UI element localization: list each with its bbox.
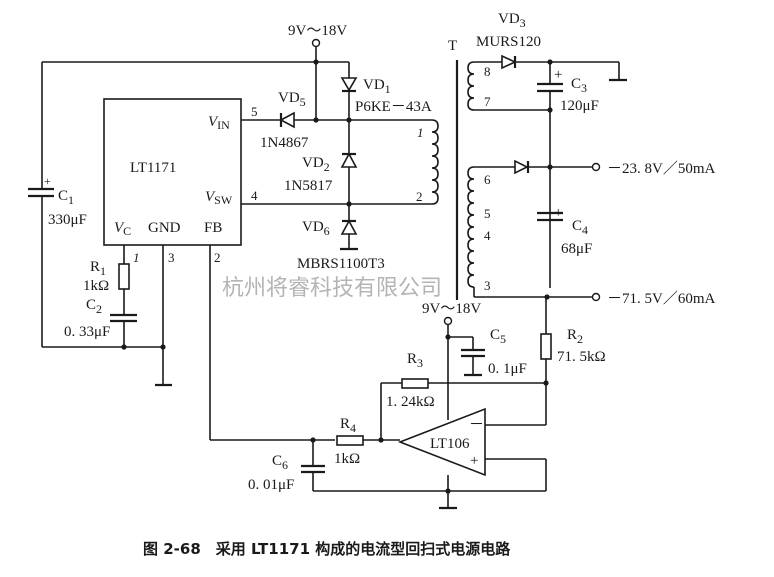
secondary-winding-8-7: [467, 54, 627, 288]
c4-polarity: +: [554, 205, 562, 221]
c6-ref: C6: [272, 453, 288, 472]
opamp-name: LT106: [430, 436, 470, 452]
ic-pin-vin: VIN: [208, 114, 230, 132]
r3-ref: R3: [407, 351, 423, 370]
opamp-supply: [443, 316, 485, 377]
c2-ref: C2: [86, 297, 102, 316]
vd3-part: MURS120: [476, 34, 541, 50]
secondary-winding-6-3: [467, 159, 601, 302]
winding-8: 8: [484, 64, 491, 79]
r4-ref: R4: [340, 416, 356, 435]
output-label-1: －23. 8V／50mA: [607, 160, 716, 177]
vd6-ref: VD6: [302, 219, 330, 238]
c3-ref: C3: [571, 76, 587, 95]
vc-network: [110, 245, 137, 347]
resistor-r4: [336, 435, 400, 446]
pin-num-5: 5: [251, 104, 258, 119]
winding-5: 5: [484, 206, 491, 221]
c4-ref: C4: [572, 218, 588, 237]
vd1-ref: VD1: [363, 77, 391, 96]
vd5-ref: VD5: [278, 90, 306, 109]
c1-value: 330μF: [48, 212, 87, 228]
diode-vd5: [241, 111, 349, 129]
output-terminal-2: [591, 292, 601, 302]
output-label-2: －71. 5V／60mA: [607, 290, 716, 307]
r2-ref: R2: [567, 327, 583, 346]
output-terminal-1: [591, 162, 601, 172]
vd3-ref: VD3: [498, 11, 526, 30]
ground-bus-left: [42, 245, 172, 387]
r4-value: 1kΩ: [334, 451, 360, 467]
vd1-part: P6KE－43A: [355, 99, 432, 115]
c1-ref: C1: [58, 188, 74, 207]
supply-label-opamp: 9V～18V: [422, 301, 481, 317]
resistor-r2: [540, 297, 552, 425]
ic-pin-fb: FB: [204, 220, 222, 236]
winding-4: 4: [484, 228, 491, 243]
r3-value: 1. 24kΩ: [386, 394, 435, 410]
r2-value: 71. 5kΩ: [557, 349, 606, 365]
vd5-part: 1N4867: [260, 135, 309, 151]
winding-3: 3: [484, 278, 491, 293]
pin-num-2: 2: [214, 250, 221, 265]
r1-value: 1kΩ: [83, 278, 109, 294]
c5-value: 0. 1μF: [488, 361, 527, 377]
r1-ref: R1: [90, 259, 106, 278]
winding-7: 7: [484, 94, 491, 109]
opamp-minus: －: [469, 417, 484, 433]
top-rail: [42, 38, 349, 123]
c3-polarity: +: [554, 67, 562, 83]
c3-value: 120μF: [560, 98, 599, 114]
watermark: 杭州将睿科技有限公司: [222, 276, 442, 301]
vd6-part: MBRS1100T3: [297, 256, 385, 272]
ic-pin-vc: VC: [114, 220, 131, 238]
pin-num-4: 4: [251, 188, 258, 203]
ic-lt1171: [103, 98, 242, 246]
vd2-ref: VD2: [302, 155, 330, 174]
fb-wire: [209, 245, 335, 443]
winding-2: 2: [416, 189, 423, 204]
diode-vd6: [340, 204, 358, 251]
supply-terminal-top: [311, 38, 321, 48]
c2-value: 0. 33μF: [64, 324, 110, 340]
vd2-part: 1N5817: [284, 178, 333, 194]
figure-caption: 图 2-68 采用 LT1171 构成的电流型回扫式电源电路: [143, 540, 511, 558]
c6-value: 0. 01μF: [248, 477, 294, 493]
supply-label-top: 9V～18V: [288, 23, 347, 39]
ic-name: LT1171: [130, 160, 176, 176]
capacitor-c6: [301, 440, 546, 492]
resistor-r1: [118, 263, 130, 290]
winding-6: 6: [484, 172, 491, 187]
transformer-ref: T: [448, 38, 457, 54]
c4-value: 68μF: [561, 241, 592, 257]
winding-1: 1: [417, 125, 424, 140]
pin-num-3: 3: [168, 250, 175, 265]
diode-vd1: [340, 62, 358, 123]
pin-num-1: 1: [133, 250, 140, 265]
capacitor-c1: [28, 62, 54, 347]
ic-pin-vsw: VSW: [205, 189, 233, 207]
opamp-plus: +: [470, 453, 478, 469]
diode-vd2: [340, 120, 358, 204]
opamp-lt106: [397, 325, 547, 510]
ic-pin-gnd: GND: [148, 220, 181, 236]
primary-winding: [349, 119, 439, 205]
c1-polarity: +: [44, 174, 51, 188]
c5-ref: C5: [490, 327, 506, 346]
